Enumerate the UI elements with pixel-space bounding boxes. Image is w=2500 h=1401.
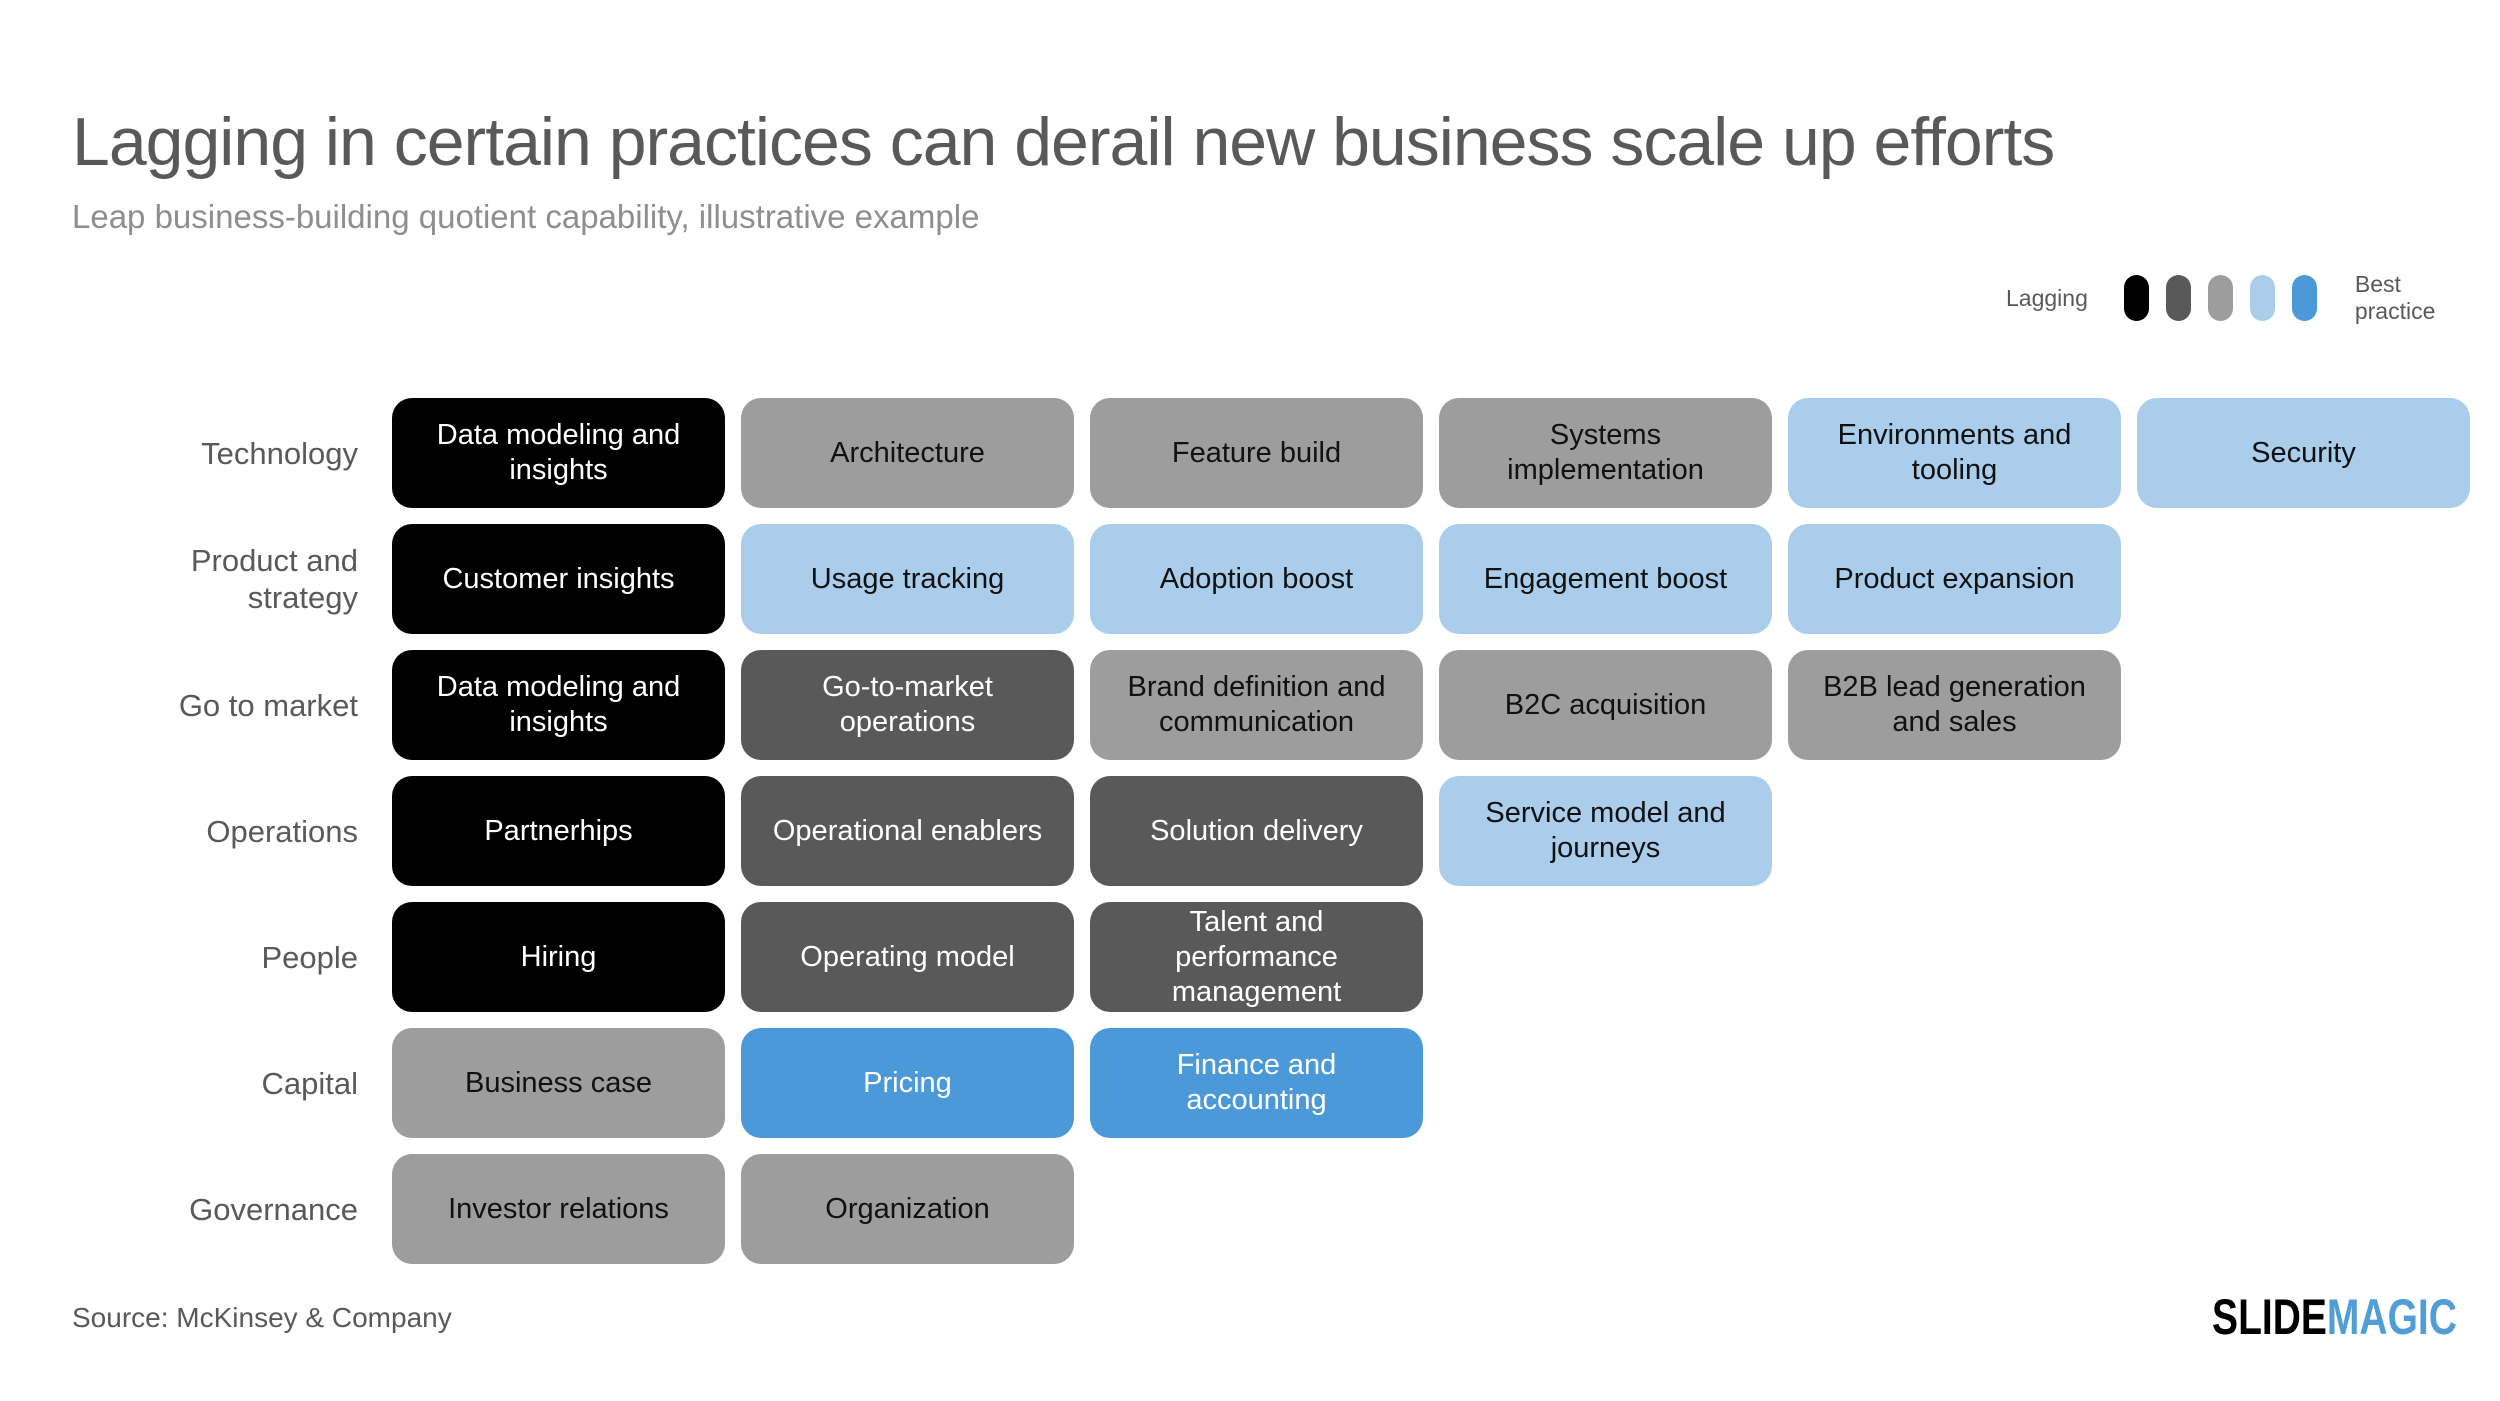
source-note: Source: McKinsey & Company (72, 1302, 452, 1333)
capability-box: Product expansion (1788, 524, 2121, 634)
capability-box: Security (2137, 398, 2470, 508)
legend-pills (2123, 275, 2317, 321)
capability-box: Engagement boost (1439, 524, 1772, 634)
logo-slide: SLIDE (2212, 1289, 2328, 1345)
capability-box: Data modeling and insights (392, 650, 725, 760)
capability-box: Go-to-market operations (741, 650, 1074, 760)
capability-box: Business case (392, 1028, 725, 1138)
capability-box: Brand definition and communication (1090, 650, 1423, 760)
brand-logo: SLIDEMAGIC (2212, 1288, 2457, 1346)
capability-box: B2B lead generation and sales (1788, 650, 2121, 760)
capability-box: Solution delivery (1090, 776, 1423, 886)
row-label: People (261, 939, 358, 975)
row-label: Technology (201, 435, 358, 471)
capability-box: Finance and accounting (1090, 1028, 1423, 1138)
row-label: Operations (206, 813, 358, 849)
slide-title: Lagging in certain practices can derail … (72, 104, 2055, 180)
capability-box: Data modeling and insights (392, 398, 725, 508)
capability-box: B2C acquisition (1439, 650, 1772, 760)
legend-pill-lagging (2123, 275, 2149, 321)
legend: Lagging Best practice (2006, 271, 2435, 325)
capability-box: Systems implementation (1439, 398, 1772, 508)
capability-box: Pricing (741, 1028, 1074, 1138)
legend-pill-level-3 (2207, 275, 2233, 321)
capability-box: Architecture (741, 398, 1074, 508)
legend-label-lagging: Lagging (2006, 284, 2088, 311)
capability-box: Adoption boost (1090, 524, 1423, 634)
capability-box: Customer insights (392, 524, 725, 634)
capability-box: Usage tracking (741, 524, 1074, 634)
capability-box: Partnerhips (392, 776, 725, 886)
legend-pill-level-4 (2249, 275, 2275, 321)
slide-subtitle: Leap business-building quotient capabili… (72, 198, 980, 235)
capability-box: Organization (741, 1154, 1074, 1264)
capability-box: Service model and journeys (1439, 776, 1772, 886)
capability-box: Hiring (392, 902, 725, 1012)
legend-pill-best-practice (2291, 275, 2317, 321)
capability-box: Operating model (741, 902, 1074, 1012)
row-label: Go to market (178, 687, 358, 723)
legend-label-best-practice: Best practice (2354, 271, 2436, 324)
row-label: Capital (261, 1065, 359, 1101)
capability-box: Feature build (1090, 398, 1423, 508)
row-label: Product and strategy (190, 543, 358, 615)
capability-box: Environments and tooling (1788, 398, 2121, 508)
capability-box: Investor relations (392, 1154, 725, 1264)
row-label: Governance (189, 1191, 358, 1227)
legend-pill-level-2 (2165, 275, 2191, 321)
capability-box: Operational enablers (741, 776, 1074, 886)
logo-magic: MAGIC (2327, 1289, 2457, 1345)
capability-box: Talent and performance management (1090, 902, 1423, 1012)
